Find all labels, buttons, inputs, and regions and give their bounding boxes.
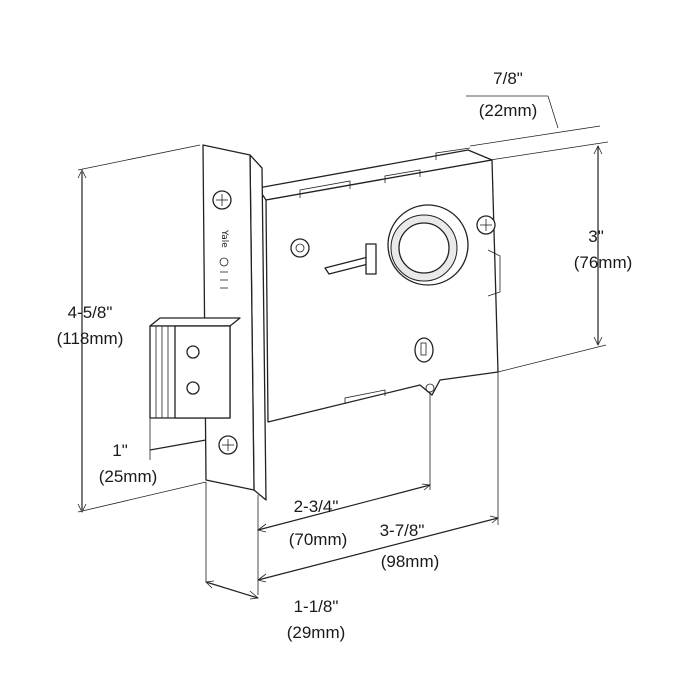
case-bottom-tab [344,389,386,404]
dim-left-metric: (118mm) [57,329,124,348]
dim-right-fraction: 3" [588,227,604,246]
dim-bolt-fraction: 1" [112,441,128,460]
dim-face-metric: (29mm) [287,623,346,642]
arrow-left-bottom [77,503,87,513]
dim-left-ext-bottom [77,481,207,513]
dim-top-extension [469,125,601,147]
dim-backset-line [257,484,431,531]
dim-bolt-metric: (25mm) [99,467,158,486]
arrow-depth-right [489,515,499,524]
dimension-labels: 7/8" (22mm) 3" (76mm) 4-5/8" (118mm) 1" … [57,69,633,642]
deadbolt [149,317,241,419]
dim-backset-metric: (70mm) [289,530,348,549]
lock-case [257,147,501,423]
case-tab-right [384,169,421,183]
cylinder-screw-hole [414,337,434,363]
dim-depth-line [257,517,499,581]
deadbolt-pin-top [186,345,200,359]
arrow-backset-right [421,483,431,491]
arrow-face-left [205,580,215,589]
dimension-arrows [77,145,603,600]
mounting-hole-left [290,238,310,258]
dim-depth-metric: (98mm) [381,552,440,571]
dim-face-fraction: 1-1/8" [294,597,339,616]
dim-left-fraction: 4-5/8" [68,303,113,322]
lever-block [365,243,377,275]
case-side-bracket [487,249,501,297]
dim-depth-fraction: 3-7/8" [380,521,425,540]
dimension-lines [77,95,609,599]
arrow-backset-left [257,523,267,533]
dim-face-line [205,581,259,599]
mounting-hole-left-inner [295,243,305,253]
deadbolt-face [174,325,231,419]
arrow-depth-left [257,573,267,583]
case-tab-left [299,180,351,198]
dim-right-ext-bottom [497,344,607,373]
case-face [265,159,499,423]
deadbolt-top [149,317,241,327]
dim-right-metric: (76mm) [574,253,633,272]
cylinder-screw-slot [420,342,427,356]
arrow-left-top [77,169,87,179]
dim-left-ext-top [77,144,201,171]
dim-top-metric: (22mm) [479,101,538,120]
faceplate-logo: Yale [219,229,229,248]
dim-backset-fraction: 2-3/4" [294,497,339,516]
deadbolt-pin-bottom [186,381,200,395]
dim-top-leader [547,95,559,129]
arrow-right-top [593,145,603,155]
arrow-face-right [249,590,259,600]
arrow-right-bottom [593,336,603,346]
dim-top-fraction: 7/8" [493,69,523,88]
dim-bolt-line [149,439,207,451]
hub-core [398,222,450,274]
dim-right-ext-top [489,141,609,161]
ul-mark-icon [219,257,229,267]
case-flange [435,147,471,160]
